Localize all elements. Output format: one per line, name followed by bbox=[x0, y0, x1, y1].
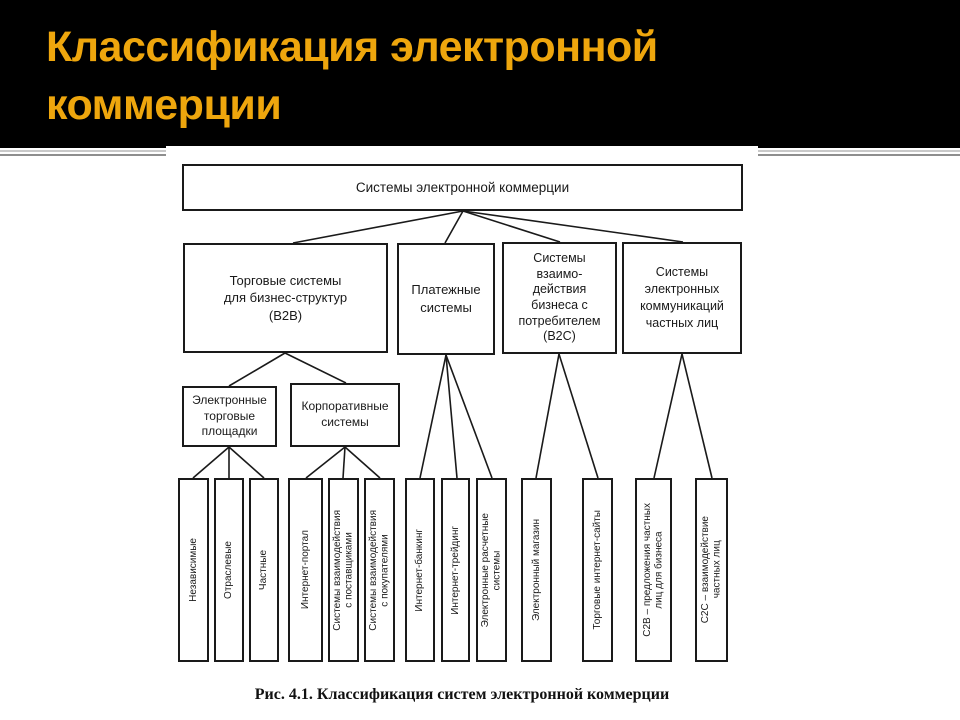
subbranch-node-marketplaces: Электронные торговые площадки bbox=[182, 386, 277, 447]
leaf-label: Системы взаимодействия с покупателями bbox=[368, 509, 391, 631]
leaf-label: Электронные расчетные системы bbox=[480, 512, 503, 628]
leaf-label: Частные bbox=[258, 549, 270, 591]
header-bar: Классификация электронной коммерции bbox=[0, 0, 960, 148]
leaf-node-industry: Отраслевые bbox=[214, 478, 244, 662]
figure-caption: Рис. 4.1. Классификация систем электронн… bbox=[254, 686, 670, 703]
slide-title: Классификация электронной коммерции bbox=[46, 23, 658, 129]
branch-node-payment: Платежные системы bbox=[397, 243, 495, 355]
leaf-label: Торговые интернет-сайты bbox=[591, 510, 603, 630]
subbranch-node-corporate: Корпоративные системы bbox=[290, 383, 400, 447]
leaf-node-c2c: С2С – взаимодействие частных лиц bbox=[695, 478, 728, 662]
leaf-node-buyer-interaction: Системы взаимодействия с покупателями bbox=[364, 478, 395, 662]
leaf-node-c2b: С2В – предложения частных лиц для бизнес… bbox=[635, 478, 672, 662]
leaf-node-eshop: Электронный магазин bbox=[521, 478, 552, 662]
leaf-node-epayment-systems: Электронные расчетные системы bbox=[476, 478, 507, 662]
branch-node-communications: Системы электронных коммуникаций частных… bbox=[622, 242, 742, 354]
root-node: Системы электронной коммерции bbox=[182, 164, 743, 211]
leaf-node-trade-websites: Торговые интернет-сайты bbox=[582, 478, 613, 662]
leaf-label: Независимые bbox=[187, 538, 199, 602]
leaf-node-internet-trading: Интернет-трейдинг bbox=[441, 478, 470, 662]
leaf-node-private: Частные bbox=[249, 478, 279, 662]
leaf-node-internet-portal: Интернет-портал bbox=[288, 478, 323, 662]
leaf-label: Интернет-трейдинг bbox=[449, 525, 461, 615]
leaf-label: Системы взаимодействия с поставщиками bbox=[332, 509, 355, 631]
leaf-label: Интернет-банкинг bbox=[414, 528, 426, 612]
leaf-label: Отраслевые bbox=[223, 541, 235, 599]
branch-node-b2b: Торговые системы для бизнес-структур (В2… bbox=[183, 243, 388, 353]
leaf-label: С2В – предложения частных лиц для бизнес… bbox=[642, 503, 665, 637]
leaf-node-internet-banking: Интернет-банкинг bbox=[405, 478, 435, 662]
branch-node-b2c: Системы взаимо- действия бизнеса с потре… bbox=[502, 242, 617, 354]
leaf-label: Электронный магазин bbox=[530, 518, 542, 622]
leaf-node-independent: Независимые bbox=[178, 478, 209, 662]
leaf-label: Интернет-портал bbox=[299, 530, 311, 610]
leaf-label: С2С – взаимодействие частных лиц bbox=[700, 516, 723, 624]
leaf-node-supplier-interaction: Системы взаимодействия с поставщиками bbox=[328, 478, 359, 662]
